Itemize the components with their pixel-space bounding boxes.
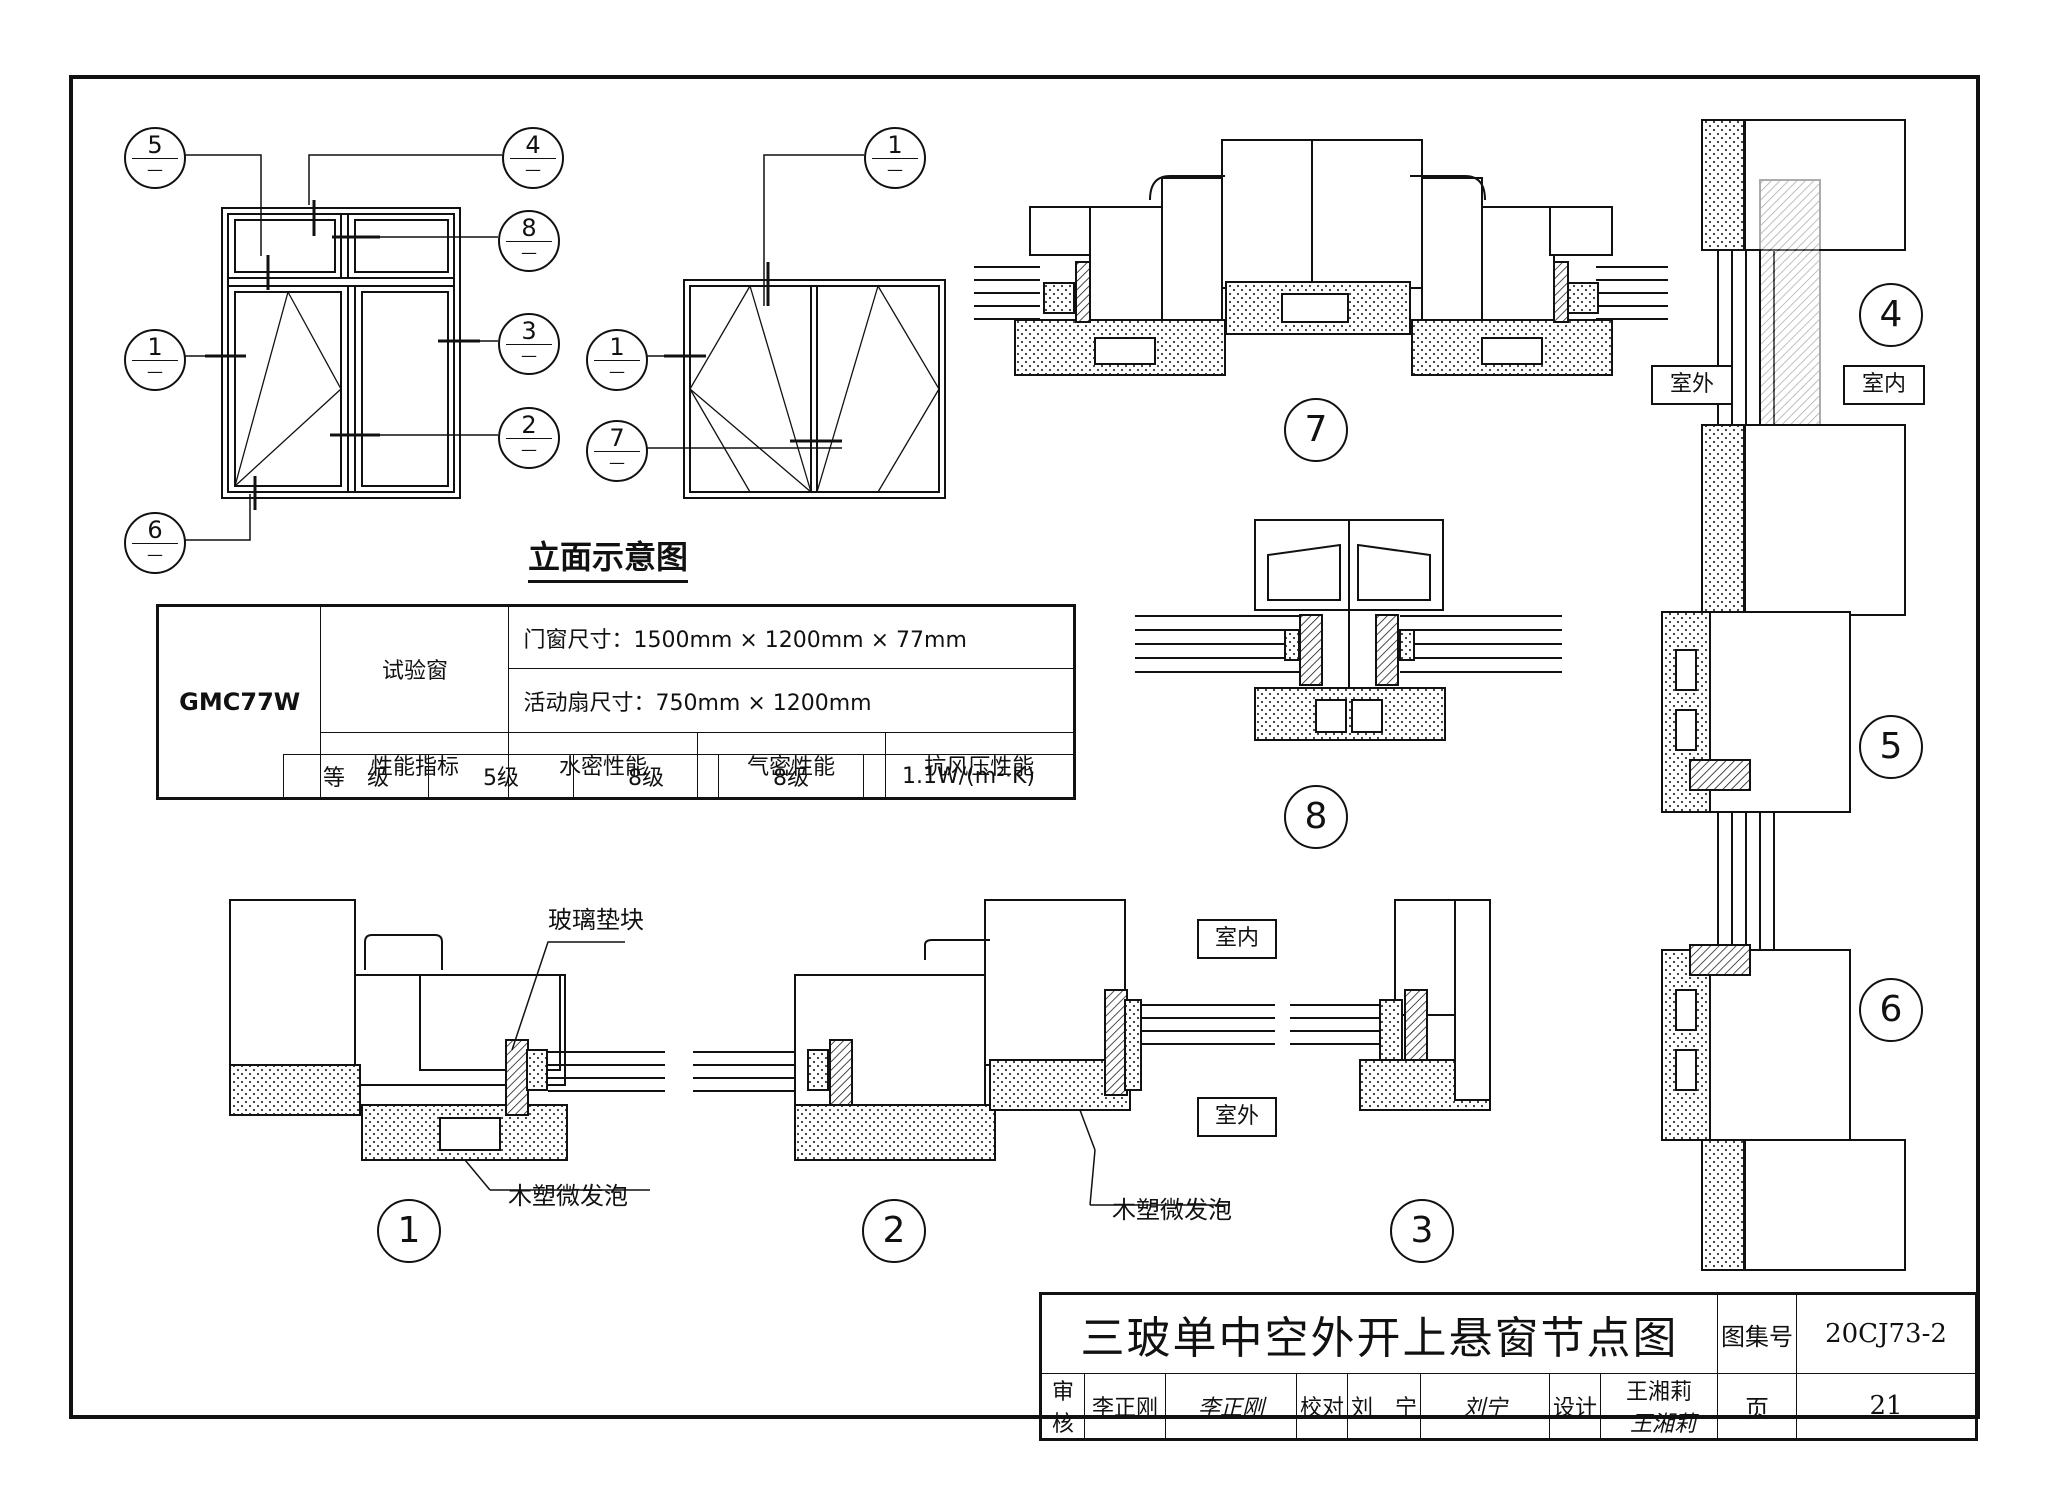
callout-5[interactable]: 5 —	[124, 127, 186, 189]
callout-sub: —	[132, 158, 178, 181]
grade-4: 1.1W/(m²·K)	[863, 754, 1075, 799]
test-window-label: 试验窗	[320, 605, 510, 733]
spec-table-grades: 等 级 5级 8级 8级 1.1W/(m²·K)	[156, 754, 1076, 800]
callout-number: 3	[521, 317, 537, 345]
sash-size: 活动扇尺寸：750mm × 1200mm	[508, 668, 1075, 733]
review-label: 审核	[1040, 1373, 1085, 1440]
grade-2: 8级	[573, 754, 719, 799]
callout-sub: —	[132, 543, 178, 566]
detail-456-section	[1661, 119, 1906, 1271]
detail-8-section	[1135, 519, 1562, 741]
signature-text: 刘宁	[1462, 1396, 1507, 1421]
designer-name: 王湘莉	[1625, 1380, 1692, 1405]
callout-number: 1	[609, 333, 625, 361]
callout-3[interactable]: 3 —	[498, 313, 560, 375]
callout-6[interactable]: 6 —	[124, 512, 186, 574]
callout-number: 1	[147, 333, 163, 361]
callout-number: 5	[147, 131, 163, 159]
callout-number: 4	[525, 131, 541, 159]
callout-sub: —	[132, 360, 178, 383]
callout-sub: —	[506, 241, 552, 264]
detail-number-8[interactable]: 8	[1284, 785, 1348, 849]
outdoor-tag-detail-4: 室外	[1669, 372, 1714, 397]
checker-signature: 刘宁	[1420, 1373, 1550, 1440]
signature-text: 王湘莉	[1629, 1412, 1696, 1437]
sheet-border	[69, 75, 1980, 1419]
callout-1[interactable]: 1 —	[124, 329, 186, 391]
detail-number-4[interactable]: 4	[1859, 283, 1923, 347]
indoor-outdoor-tags	[1197, 365, 1925, 1137]
reviewer-name: 李正刚	[1084, 1373, 1166, 1440]
page-number: 21	[1796, 1373, 1977, 1440]
signature-text: 李正刚	[1197, 1396, 1264, 1421]
callout-number: 8	[521, 214, 537, 242]
callout-sub: —	[506, 344, 552, 367]
checker-name: 刘 宁	[1347, 1373, 1421, 1440]
callout-7[interactable]: 7 —	[586, 420, 648, 482]
designer-cell: 王湘莉 王湘莉	[1600, 1373, 1718, 1440]
detail-number-6[interactable]: 6	[1859, 978, 1923, 1042]
atlas-code: 20CJ73-2	[1796, 1293, 1977, 1374]
atlas-label: 图集号	[1717, 1293, 1797, 1374]
grade-1: 5级	[428, 754, 574, 799]
foam-label-1: 木塑微发泡	[508, 1182, 628, 1210]
detail-number-3[interactable]: 3	[1390, 1199, 1454, 1263]
callout-number: 1	[887, 131, 903, 159]
title-block: 三玻单中空外开上悬窗节点图 图集号 20CJ73-2 审核 李正刚 李正刚 校对…	[1039, 1292, 1978, 1441]
callout-sub: —	[510, 158, 556, 181]
detail-1-section	[229, 899, 665, 1191]
callout-1-top[interactable]: 1 —	[864, 127, 926, 189]
drawing-title: 三玻单中空外开上悬窗节点图	[1040, 1293, 1718, 1374]
callout-sub: —	[594, 360, 640, 383]
callout-4[interactable]: 4 —	[502, 127, 564, 189]
callout-sub: —	[594, 451, 640, 474]
detail-2-section	[693, 899, 1275, 1206]
indoor-tag-detail-2: 室内	[1214, 926, 1259, 951]
callout-number: 2	[521, 411, 537, 439]
foam-label-2: 木塑微发泡	[1112, 1196, 1232, 1224]
reviewer-signature: 李正刚	[1165, 1373, 1297, 1440]
callout-1-side[interactable]: 1 —	[586, 329, 648, 391]
detail-number-2[interactable]: 2	[862, 1199, 926, 1263]
model-spacer	[157, 754, 284, 799]
door-size: 门窗尺寸：1500mm × 1200mm × 77mm	[508, 604, 1075, 670]
elevation-caption: 立面示意图	[528, 532, 689, 583]
elevation-right-window	[644, 154, 946, 499]
detail-7-section	[974, 139, 1668, 376]
outdoor-tag-detail-2: 室外	[1214, 1104, 1259, 1129]
page-label: 页	[1717, 1373, 1797, 1440]
callout-number: 6	[147, 516, 163, 544]
callout-2[interactable]: 2 —	[498, 407, 560, 469]
design-label: 设计	[1549, 1373, 1601, 1440]
detail-number-1[interactable]: 1	[377, 1199, 441, 1263]
callout-sub: —	[506, 438, 552, 461]
callout-number: 7	[609, 424, 625, 452]
glass-block-label: 玻璃垫块	[548, 906, 644, 934]
elevation-left-window	[182, 154, 502, 541]
callout-8[interactable]: 8 —	[498, 210, 560, 272]
callout-sub: —	[872, 158, 918, 181]
grade-0: 等 级	[283, 754, 429, 799]
indoor-tag-detail-4: 室内	[1861, 372, 1906, 397]
detail-number-5[interactable]: 5	[1859, 715, 1923, 779]
detail-number-7[interactable]: 7	[1284, 398, 1348, 462]
check-label: 校对	[1296, 1373, 1348, 1440]
detail-3-section	[1290, 899, 1491, 1111]
grade-3: 8级	[718, 754, 864, 799]
